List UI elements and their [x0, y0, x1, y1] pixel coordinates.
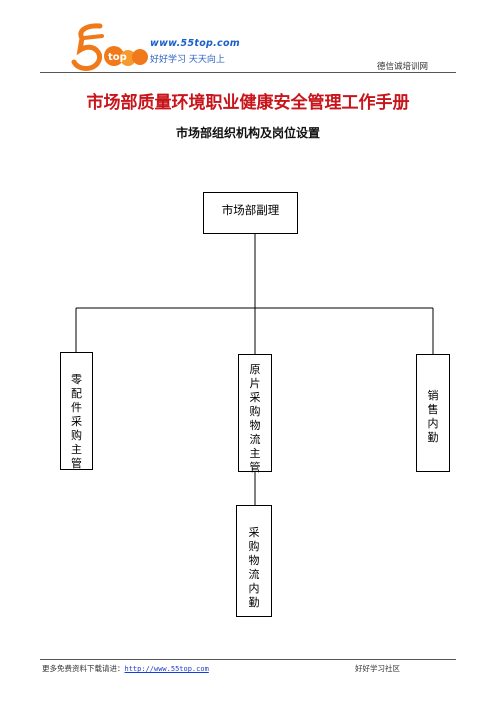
- org-node-char: 采: [71, 415, 82, 428]
- org-node-char: 流: [248, 568, 260, 581]
- org-node-parts-purchasing-supervisor: 零 配 件 采 购 主 管: [60, 352, 93, 470]
- org-node-char: 内: [248, 582, 260, 595]
- org-node-char: 物: [248, 554, 260, 567]
- org-node-deputy-manager: 市场部副理: [203, 192, 298, 234]
- footer-link[interactable]: http://www.55top.com: [124, 665, 209, 673]
- org-node-char: 采: [248, 526, 260, 539]
- document-title: 市场部质量环境职业健康安全管理工作手册: [86, 93, 410, 113]
- org-node-char: 件: [71, 401, 82, 414]
- org-node-char: 流: [249, 433, 261, 446]
- org-node-char: 购: [249, 405, 261, 418]
- org-node-char: 原: [249, 363, 261, 376]
- footer-community: 好好学习社区: [355, 664, 400, 673]
- org-node-purchasing-logistics-clerk: 采 购 物 流 内 勤: [236, 505, 272, 617]
- org-node-char: 物: [249, 419, 261, 432]
- org-node-char: 勤: [427, 431, 439, 444]
- org-node-char: 勤: [248, 596, 260, 609]
- org-node-char: 配: [71, 387, 82, 400]
- org-node-char: 管: [71, 457, 82, 470]
- org-node-char: 片: [249, 377, 261, 390]
- org-node-glass-purchasing-logistics-supervisor: 原 片 采 购 物 流 主 管: [238, 354, 272, 474]
- org-node-char: 销: [427, 389, 439, 402]
- footer-prefix: 更多免费资料下载请进：: [42, 664, 125, 673]
- header-site-name: 德信诚培训网: [376, 62, 428, 72]
- site-logo[interactable]: top: [70, 22, 248, 72]
- org-node-char: 采: [249, 391, 261, 404]
- org-node-char: 购: [248, 540, 260, 553]
- org-node-char: 主: [249, 447, 261, 460]
- header-divider: [40, 72, 456, 73]
- svg-text:top: top: [108, 52, 127, 63]
- org-node-char: 购: [71, 429, 82, 442]
- footer-download-note: 更多免费资料下载请进：http://www.55top.com: [42, 663, 209, 674]
- org-node-char: 管: [249, 461, 261, 474]
- org-node-char: 内: [427, 417, 439, 430]
- org-node-char: 主: [71, 443, 82, 456]
- org-node-char: 零: [71, 373, 82, 386]
- org-node-char: 售: [427, 403, 439, 416]
- logo-tagline: 好好学习 天天向上: [150, 55, 225, 65]
- logo-url-text: www.55top.com: [150, 38, 240, 49]
- section-subtitle: 市场部组织机构及岗位设置: [175, 126, 320, 140]
- footer-divider: [40, 659, 456, 660]
- org-node-sales-clerk: 销 售 内 勤: [416, 354, 450, 472]
- org-node-label: 市场部副理: [221, 203, 280, 217]
